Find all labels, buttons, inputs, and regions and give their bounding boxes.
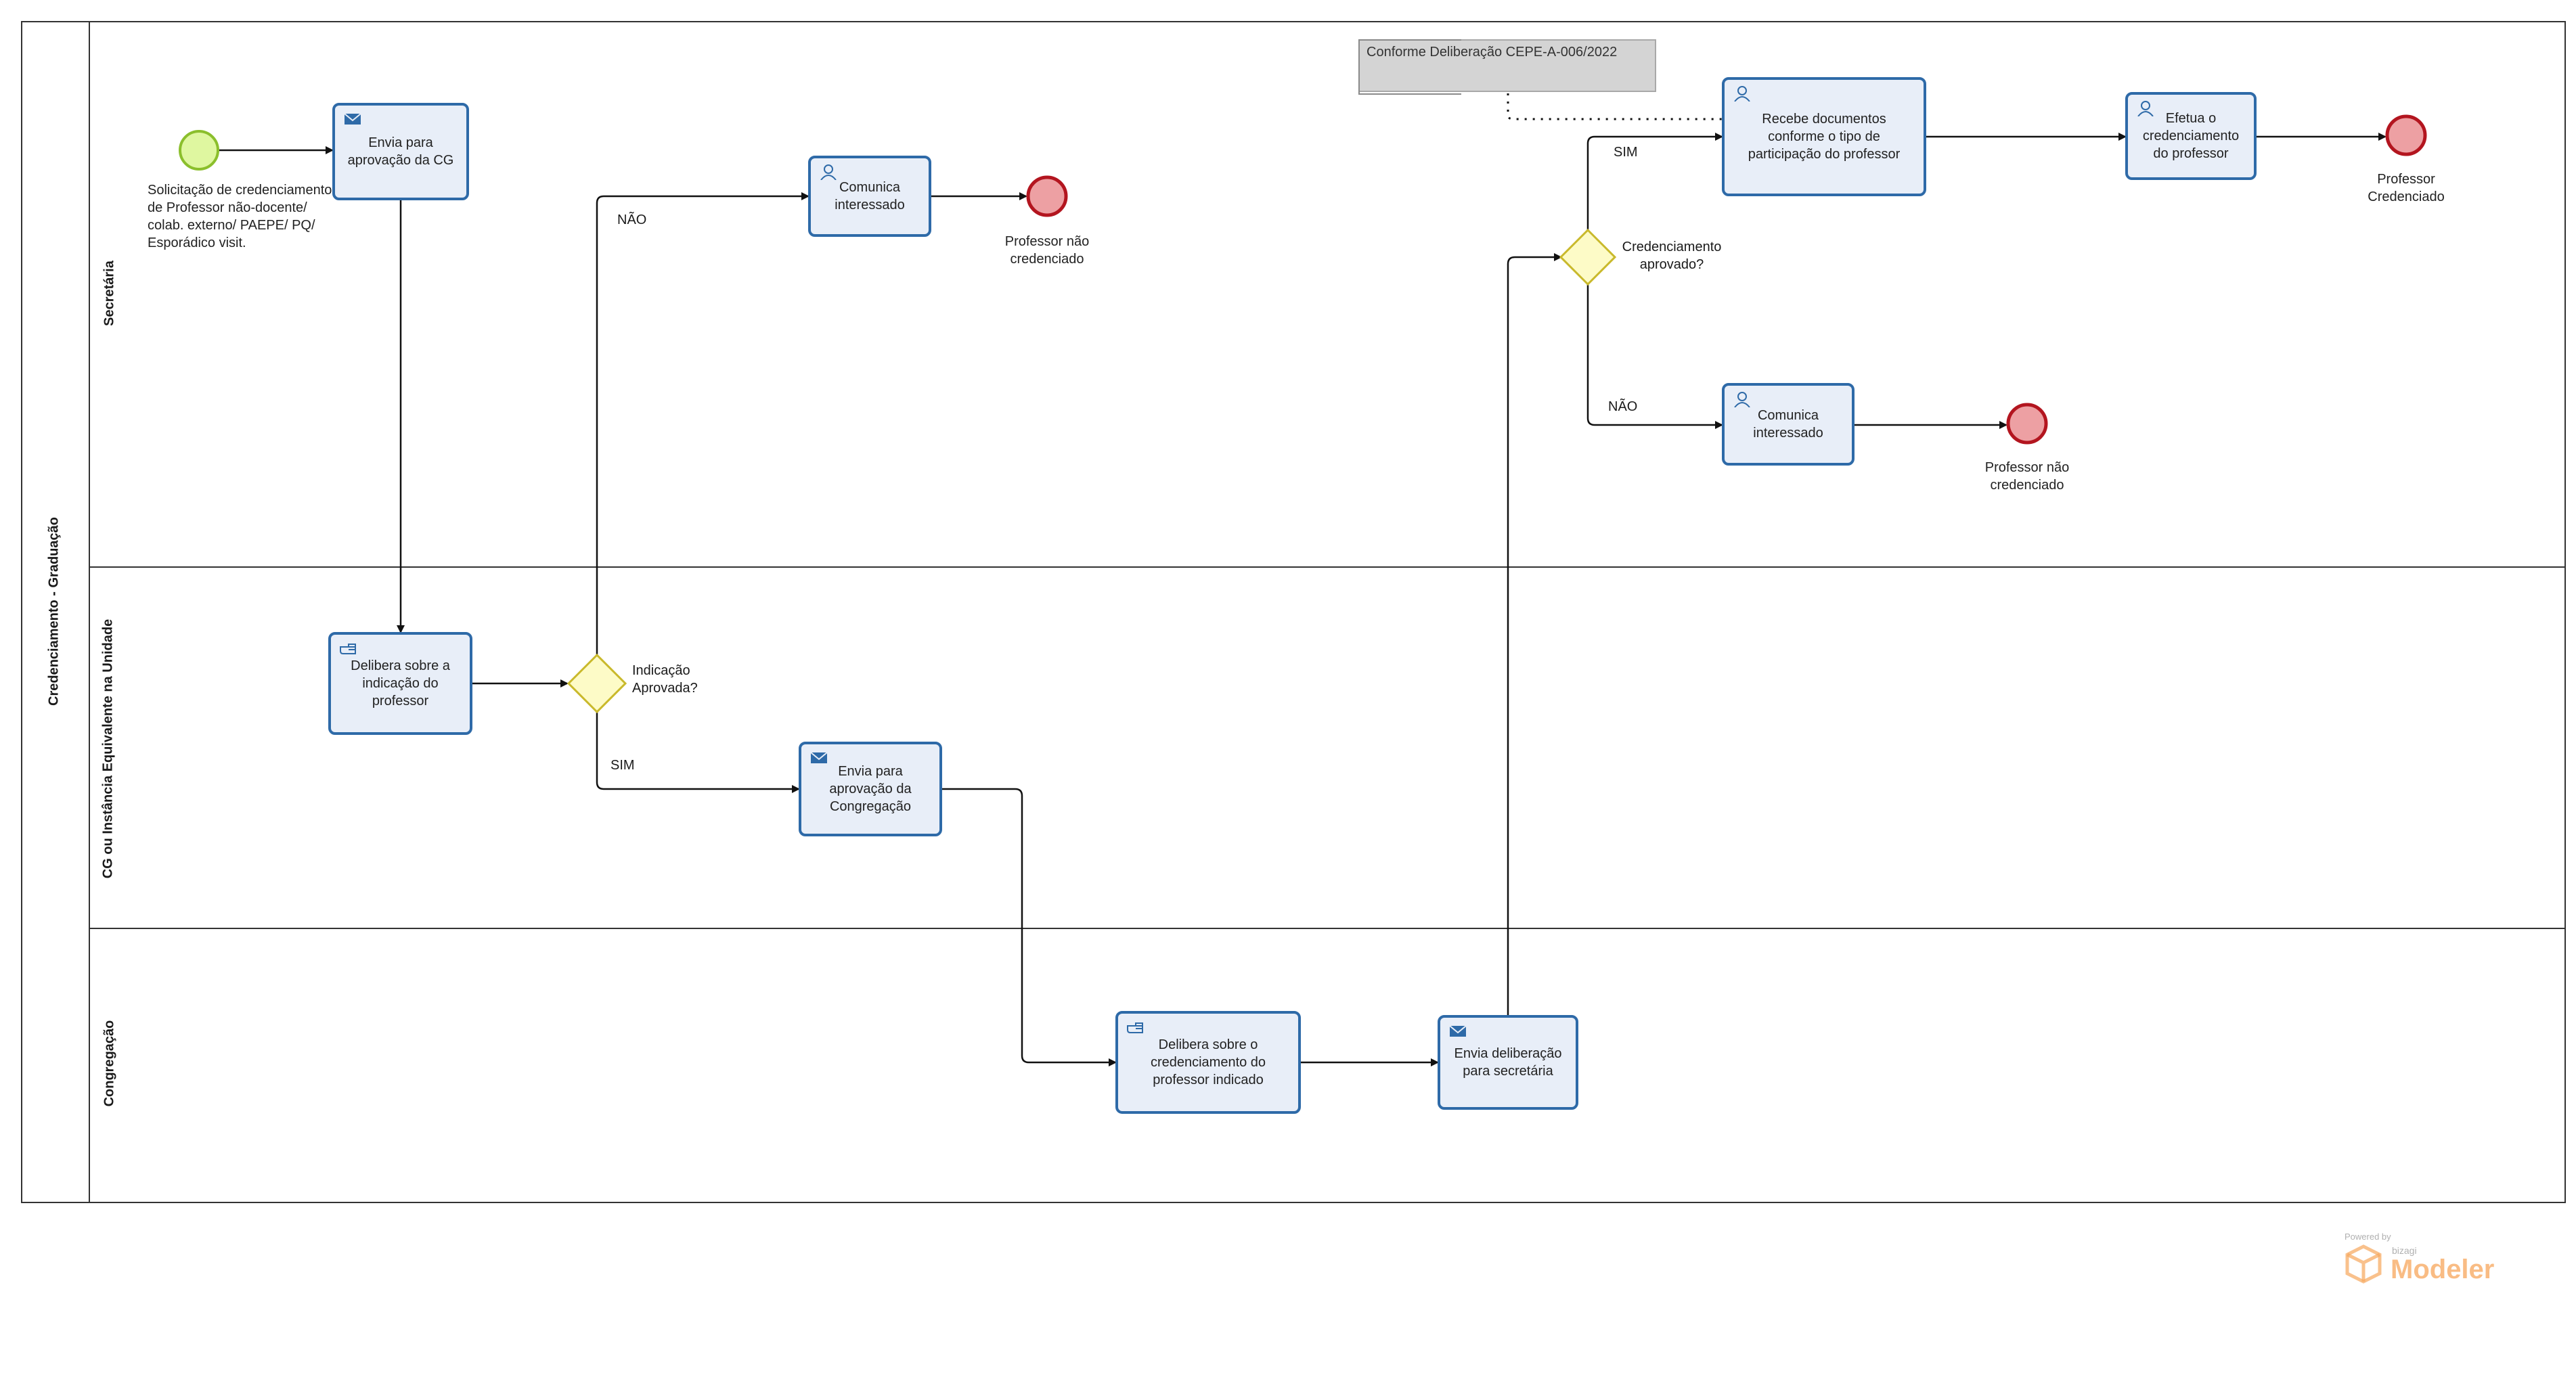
task-delibera-indicacao[interactable]: Delibera sobre a indicação do professor (328, 632, 472, 735)
gateway-indicacao-label: Indicação Aprovada? (632, 663, 698, 696)
company-text: bizagi (2392, 1245, 2417, 1256)
end-label-nao-credenciado-2: Professor não credenciado (1984, 460, 2070, 493)
flow-envia-congregacao-to-delibera (942, 788, 1117, 1066)
task-envia-aprovacao-cg[interactable]: Envia para aprovação da CG (332, 103, 469, 200)
user-icon (2137, 101, 2154, 116)
end-label-nao-credenciado-1: Professor não credenciado (1004, 234, 1090, 267)
flow-gateway-sim (596, 712, 800, 793)
start-event-label: Solicitação de credenciamento de Profess… (148, 183, 332, 250)
flow-label-nao-2: NÃO (1608, 399, 1638, 414)
start-event (179, 130, 219, 171)
pool-border (21, 21, 2566, 1203)
annotation-bracket (1358, 39, 1461, 95)
task-label: Envia para aprovação da CG (347, 135, 454, 168)
bizagi-branding: Powered by bizagi Modeler (2345, 1232, 2521, 1286)
task-efetua-credenciamento[interactable]: Efetua o credenciamento do professor (2125, 92, 2257, 180)
user-icon (820, 164, 837, 180)
product-text: Modeler (2391, 1255, 2495, 1284)
flow-envia-delib-to-gateway (1507, 253, 1562, 1015)
flow-label-sim-1: SIM (610, 758, 635, 773)
task-envia-aprovacao-congregacao[interactable]: Envia para aprovação da Congregação (799, 742, 942, 836)
annotation-association (1507, 93, 1723, 120)
manual-hand-icon (1127, 1022, 1143, 1033)
gateway-indicacao-aprovada (567, 653, 627, 714)
task-label: Comunica interessado (835, 180, 905, 212)
task-comunica-interessado-2[interactable]: Comunica interessado (1722, 383, 1855, 466)
lane-title-cg: CG ou Instância Equivalente na Unidade (100, 618, 116, 879)
flow-gateway2-sim (1586, 133, 1723, 230)
task-label: Recebe documentos conforme o tipo de par… (1748, 112, 1901, 162)
task-label: Efetua o credenciamento do professor (2142, 111, 2240, 161)
task-label: Envia deliberação para secretária (1454, 1046, 1562, 1079)
envelope-icon (344, 113, 361, 125)
task-label: Delibera sobre o credenciamento do profe… (1150, 1037, 1266, 1087)
flow-label-nao-1: NÃO (617, 212, 647, 227)
task-envia-deliberacao[interactable]: Envia deliberação para secretária (1438, 1015, 1578, 1110)
task-comunica-interessado-1[interactable]: Comunica interessado (808, 156, 931, 237)
end-label-credenciado: Professor Credenciado (2368, 172, 2445, 204)
task-label: Comunica interessado (1753, 408, 1823, 441)
manual-hand-icon (340, 644, 356, 654)
flow-label-sim-2: SIM (1614, 145, 1638, 160)
task-recebe-documentos[interactable]: Recebe documentos conforme o tipo de par… (1722, 77, 1926, 196)
task-delibera-credenciamento[interactable]: Delibera sobre o credenciamento do profe… (1115, 1011, 1301, 1114)
user-icon (1734, 392, 1750, 407)
task-label: Envia para aprovação da Congregação (829, 764, 912, 814)
end-event-nao-credenciado-2 (2006, 403, 2048, 445)
flow-gateway2-nao (1586, 284, 1723, 429)
end-event-nao-credenciado-1 (1026, 175, 1068, 217)
lane-title-congregacao: Congregação (102, 1020, 117, 1107)
user-icon (1734, 86, 1750, 102)
bizagi-cube-icon (2345, 1244, 2382, 1284)
envelope-icon (1449, 1025, 1467, 1037)
powered-by-text: Powered by (2345, 1232, 2391, 1242)
gateway-credenciamento-label: Credenciamento aprovado? (1622, 240, 1722, 272)
pool-title: Credenciamento - Graduação (46, 517, 62, 706)
task-label: Delibera sobre a indicação do professor (351, 658, 450, 708)
end-event-credenciado (2385, 114, 2427, 156)
text-annotation: Conforme Deliberação CEPE-A-006/2022 (1358, 39, 1656, 92)
envelope-icon (810, 752, 828, 763)
flow-gateway-nao (596, 192, 809, 655)
lane-title-secretaria: Secretária (102, 261, 117, 326)
gateway-credenciamento-aprovado (1559, 228, 1617, 286)
